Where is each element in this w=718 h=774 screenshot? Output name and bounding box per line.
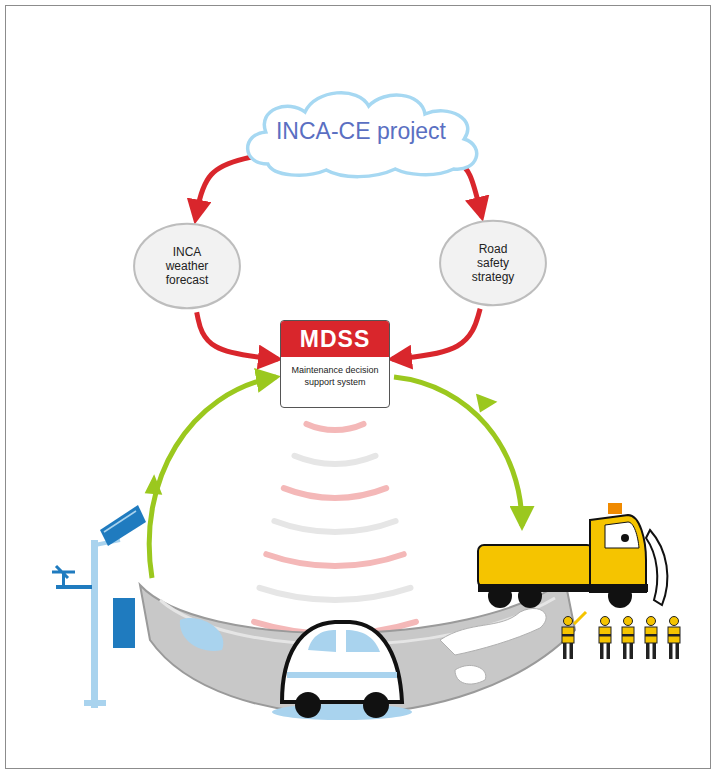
input-ellipse: INCA weather forecast (133, 222, 241, 310)
signal-wave (295, 456, 376, 464)
road-workers (562, 612, 680, 659)
snow-patch (455, 665, 486, 684)
system-box: MDSSMaintenance decision support system (280, 320, 390, 408)
node-label: INCA weather forecast (155, 245, 219, 287)
box-heading: MDSS (281, 321, 389, 357)
data-flow-arrow (394, 377, 522, 526)
data-flow-arrow (149, 377, 276, 578)
arrow-head (147, 478, 160, 493)
weather-station (52, 505, 146, 708)
input-ellipse: Road safety strategy (439, 219, 547, 307)
flow-arrow (392, 309, 480, 359)
snow-plow-truck (478, 503, 667, 608)
flow-arrow (197, 312, 278, 359)
signal-wave (266, 554, 403, 566)
project-cloud: INCA-CE project (236, 84, 485, 179)
arrow-head (478, 396, 494, 410)
snow-patch (440, 608, 546, 655)
box-body: Maintenance decision support system (281, 357, 389, 394)
node-label: INCA-CE project (276, 118, 446, 145)
flow-arrow (458, 164, 482, 217)
car (272, 622, 412, 720)
flow-arrow (196, 157, 252, 220)
signal-wave (260, 588, 411, 600)
signal-wave (306, 424, 363, 430)
road (140, 580, 575, 714)
signal-wave (284, 488, 386, 498)
signal-wave (274, 521, 395, 532)
ice-patch (180, 618, 223, 651)
node-label: Road safety strategy (461, 242, 525, 284)
